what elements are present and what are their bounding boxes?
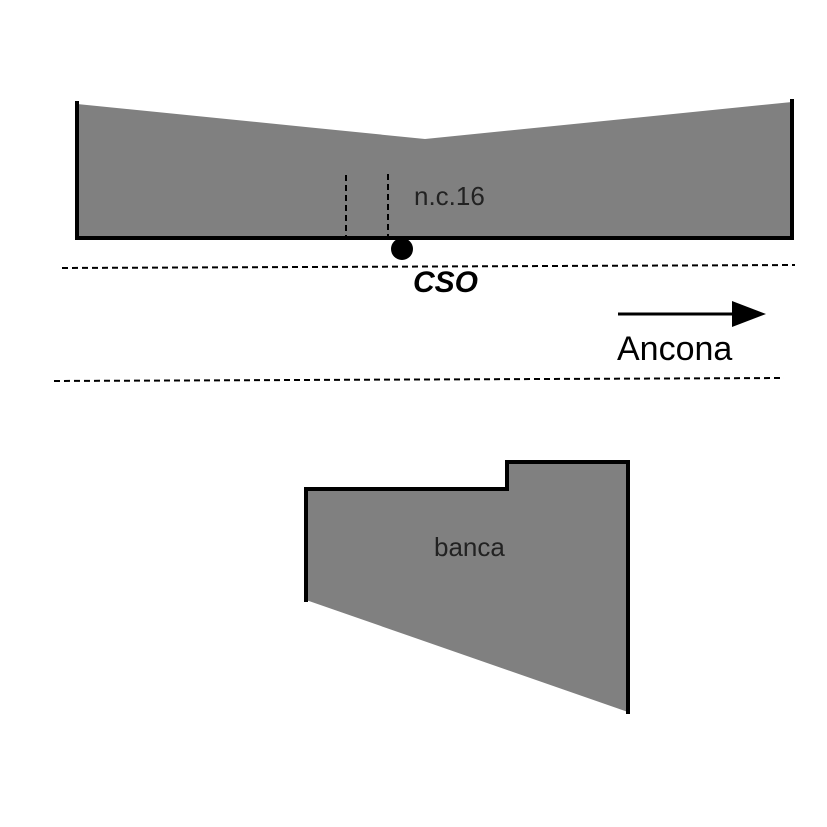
building-banca-outline (304, 460, 630, 714)
building-banca-label: banca (434, 532, 505, 562)
direction-label: Ancona (617, 330, 732, 368)
road-edge-lower (53, 377, 785, 382)
cso-label: CSO (413, 266, 478, 299)
building-nc16 (77, 102, 792, 238)
building-banca (306, 462, 628, 712)
building-nc16-label: n.c.16 (414, 181, 485, 211)
road-edge-upper (61, 264, 796, 269)
cso-point-marker (391, 238, 413, 260)
direction-arrow-head (732, 301, 766, 327)
